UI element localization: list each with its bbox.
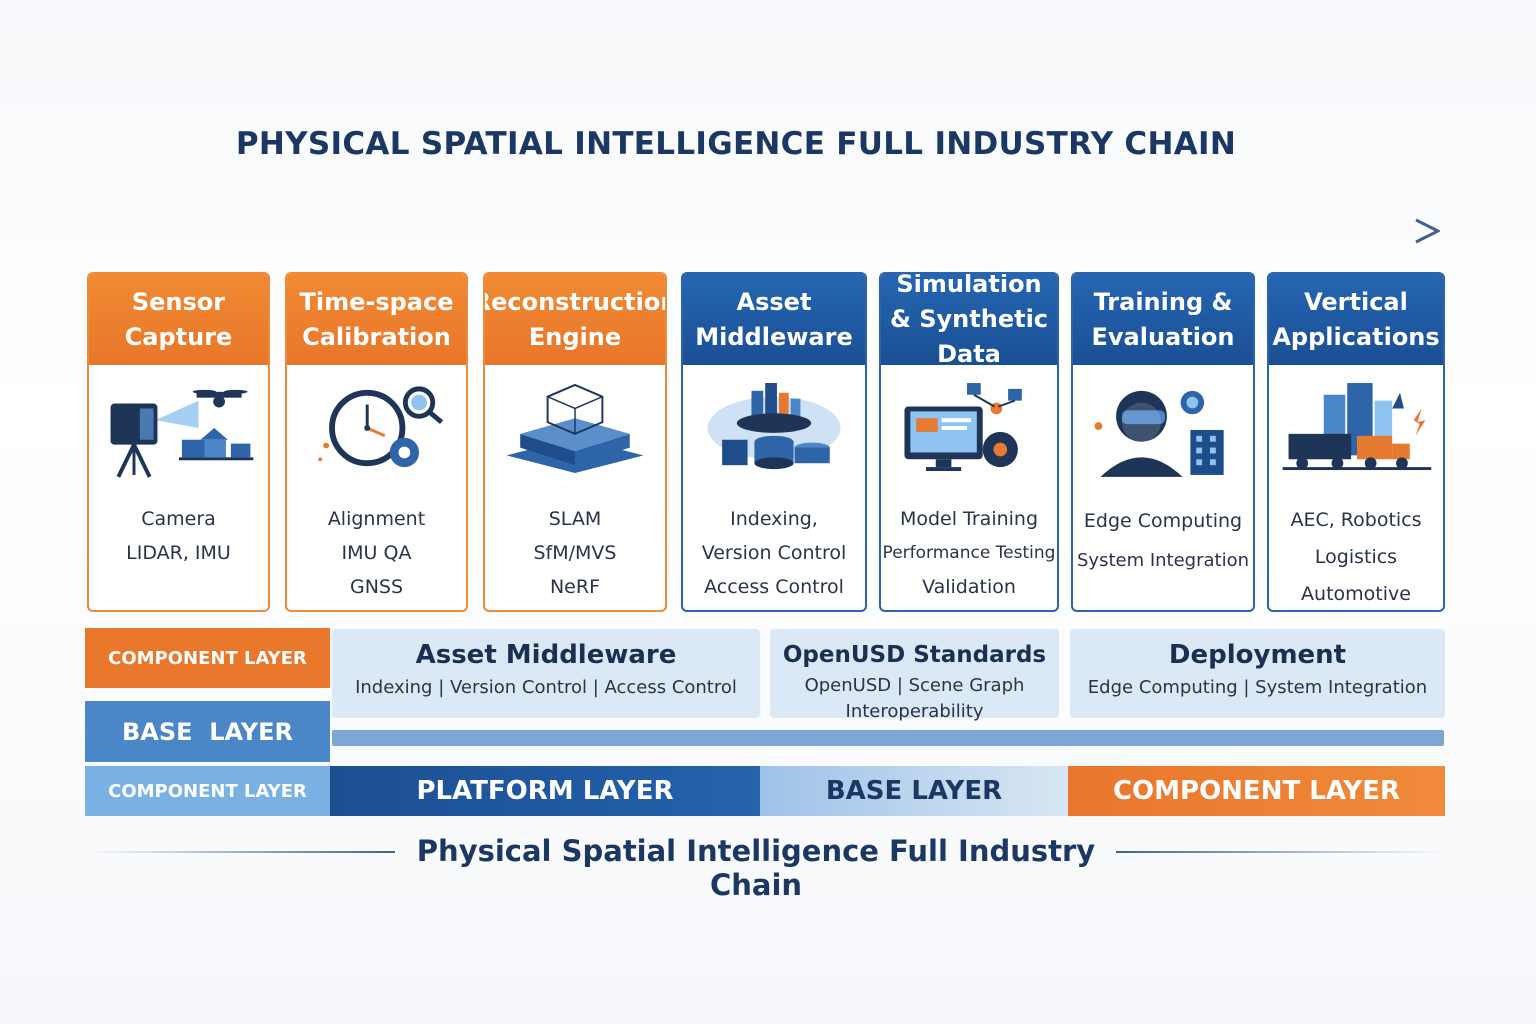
stage-reconstruction-engine: Reconstruction Engine SLAM SfM/MVS NeRF xyxy=(483,272,667,612)
stage-item: Access Control xyxy=(704,576,844,598)
stage-title: Simulation & Synthetic Data xyxy=(881,274,1057,368)
footer-title: Physical Spatial Intelligence Full Indus… xyxy=(416,834,1096,902)
connector-band xyxy=(332,730,1444,746)
stage-item: Version Control xyxy=(701,542,847,564)
layer-label-base: BASE LAYER xyxy=(85,701,330,762)
stage-items: Alignment IMU QA GNSS xyxy=(287,502,466,604)
stage-item: Camera xyxy=(141,508,216,530)
stage-title: Sensor Capture xyxy=(89,274,268,365)
stage-title: Reconstruction Engine xyxy=(485,274,665,365)
stage-sensor-capture: Sensor Capture Camera LIDAR, IMU xyxy=(87,272,270,612)
monitor-gear-icon xyxy=(904,383,1022,472)
stage-item: SLAM xyxy=(548,508,602,530)
panel-subtitle: OpenUSD | Scene Graph Interoperability xyxy=(804,675,1025,722)
stage-items: Edge Computing System Integration xyxy=(1073,502,1253,580)
stage-items: SLAM SfM/MVS NeRF xyxy=(485,502,665,604)
stage-item: System Integration xyxy=(1076,550,1250,571)
stage-item: Model Training xyxy=(899,508,1039,530)
stage-time-space-calibration: Time-space Calibration Alignment IMU QA … xyxy=(285,272,468,612)
footer-line-right xyxy=(1116,851,1444,853)
stage-items: Model Training Performance Testing Valid… xyxy=(881,502,1057,604)
panel-deployment: Deployment Edge Computing | System Integ… xyxy=(1070,629,1445,718)
bar-component-layer: COMPONENT LAYER xyxy=(1068,766,1445,816)
stage-item: AEC, Robotics xyxy=(1290,509,1422,531)
panel-title: OpenUSD Standards xyxy=(782,642,1047,668)
stage-title: Time-space Calibration xyxy=(287,274,466,365)
stage-item: GNSS xyxy=(349,576,404,598)
panel-asset-middleware: Asset Middleware Indexing | Version Cont… xyxy=(332,629,760,718)
panel-title: Asset Middleware xyxy=(415,640,677,670)
sensor-capture-icon xyxy=(110,389,254,478)
calibration-clock-icon xyxy=(318,386,444,468)
vr-person-icon xyxy=(1094,390,1224,477)
stage-title: Asset Middleware xyxy=(683,274,865,365)
stage-item: LIDAR, IMU xyxy=(126,542,231,564)
stage-item: Performance Testing xyxy=(882,543,1056,563)
bar-base-layer: BASE LAYER xyxy=(760,766,1068,816)
stage-simulation-synthetic-data: Simulation & Synthetic Data Model Traini… xyxy=(879,272,1059,612)
panel-openusd-standards: OpenUSD Standards OpenUSD | Scene Graph … xyxy=(770,629,1059,722)
stage-vertical-applications: Vertical Applications AEC, Robotics Logi… xyxy=(1267,272,1445,612)
stage-item: Logistics xyxy=(1314,546,1398,568)
page-title: PHYSICAL SPATIAL INTELLIGENCE FULL INDUS… xyxy=(235,126,1237,162)
stage-item: Indexing, xyxy=(730,508,818,530)
stage-asset-middleware: Asset Middleware Indexing, Version Contr… xyxy=(681,272,867,612)
stage-items: Camera LIDAR, IMU xyxy=(89,502,268,570)
footer-line-left xyxy=(90,851,395,853)
stage-items: AEC, Robotics Logistics Automotive xyxy=(1269,502,1443,610)
layer-label-component-top: COMPONENT LAYER xyxy=(85,628,330,688)
stage-title: Vertical Applications xyxy=(1269,274,1443,365)
stage-item: NeRF xyxy=(549,576,601,598)
stage-item: SfM/MVS xyxy=(533,542,617,564)
city-vehicles-icon xyxy=(1282,383,1432,471)
layer-label-component-bottom: COMPONENT LAYER xyxy=(85,766,330,816)
stage-item: IMU QA xyxy=(341,542,412,564)
flow-arrow xyxy=(330,218,1440,244)
panel-subtitle: Indexing | Version Control | Access Cont… xyxy=(355,677,737,698)
bar-platform-layer: PLATFORM LAYER xyxy=(330,766,760,816)
stage-item: Validation xyxy=(922,576,1016,598)
stage-training-evaluation: Training & Evaluation Edge Computing Sys… xyxy=(1071,272,1255,612)
reconstruction-cube-icon xyxy=(506,383,644,473)
panel-subtitle: Edge Computing | System Integration xyxy=(1087,677,1428,698)
stage-items: Indexing, Version Control Access Control xyxy=(683,502,865,604)
stage-item: Automotive xyxy=(1301,583,1411,605)
stage-item: Alignment xyxy=(327,508,426,530)
database-city-icon xyxy=(707,382,841,470)
stage-title: Training & Evaluation xyxy=(1073,274,1253,365)
panel-title: Deployment xyxy=(1168,640,1347,670)
stage-item: Edge Computing xyxy=(1083,510,1243,532)
